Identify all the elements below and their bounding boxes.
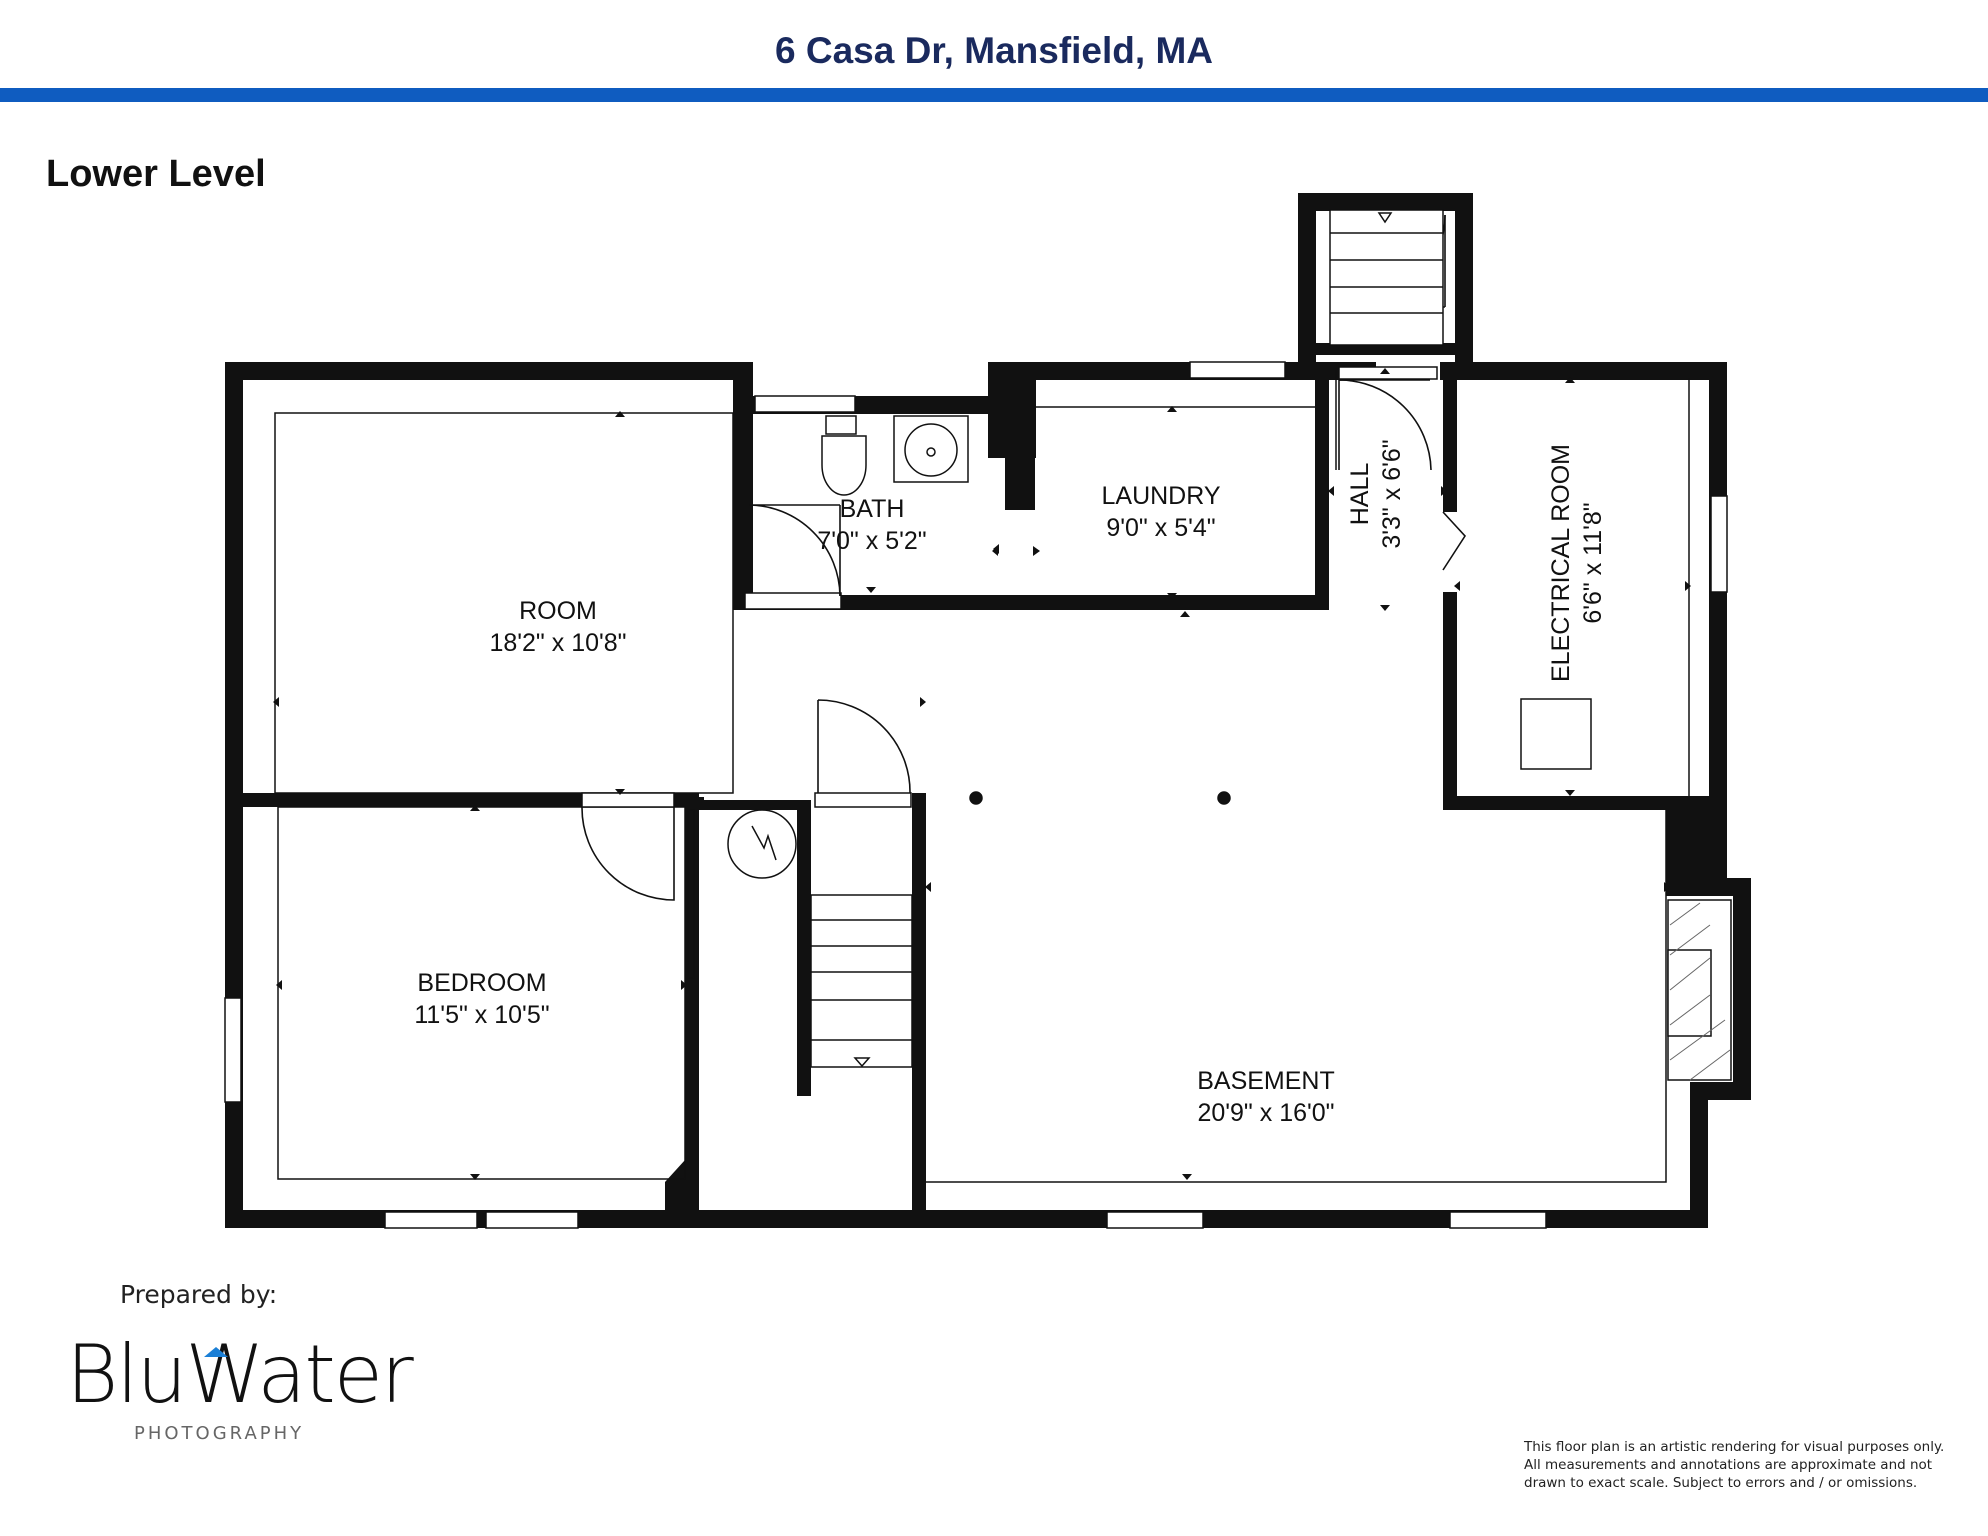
disclaimer-text: This floor plan is an artistic rendering… xyxy=(1524,1439,1945,1491)
toilet-bowl xyxy=(821,435,867,496)
page-title: 6 Casa Dr, Mansfield, MA xyxy=(775,30,1213,71)
header-accent-bar xyxy=(0,88,1988,102)
room-size-laundry: 9'0" x 5'4" xyxy=(1106,514,1215,542)
room-labels: ROOM 18'2" x 10'8" BATH 7'0" x 5'2" LAUN… xyxy=(414,439,1607,1127)
fixtures xyxy=(727,415,1732,1081)
room-size-bath: 7'0" x 5'2" xyxy=(817,527,926,555)
dimension-ticks xyxy=(273,368,1691,1180)
electric-panel xyxy=(1520,698,1592,770)
room-size-room: 18'2" x 10'8" xyxy=(489,629,626,657)
prepared-by-label: Prepared by: xyxy=(120,1280,278,1309)
room-name-bedroom: BEDROOM xyxy=(417,969,546,997)
room-name-hall: HALL xyxy=(1346,463,1374,526)
stairs xyxy=(810,209,1444,1068)
logo-subtitle: PHOTOGRAPHY xyxy=(134,1423,305,1444)
wall-top-room xyxy=(225,362,753,380)
room-size-bedroom: 11'5" x 10'5" xyxy=(414,1001,549,1029)
logo-roof-icon xyxy=(204,1347,228,1357)
bluwater-logo: BluWater PHOTOGRAPHY xyxy=(66,1335,414,1445)
wall-room-bath xyxy=(733,362,753,607)
toilet-tank xyxy=(825,415,857,435)
room-inner-outline xyxy=(274,412,734,794)
windows xyxy=(224,361,1728,1229)
level-label: Lower Level xyxy=(46,153,266,195)
logo-wordmark: BluWater xyxy=(66,1328,414,1421)
room-size-electrical: 6'6" x 11'8" xyxy=(1579,502,1607,623)
room-size-hall: 3'3" x 6'6" xyxy=(1378,439,1406,548)
room-name-basement: BASEMENT xyxy=(1197,1067,1335,1095)
room-size-basement: 20'9" x 16'0" xyxy=(1197,1099,1334,1127)
doors xyxy=(581,214,1467,979)
interior-lines xyxy=(274,370,1690,1183)
room-name-electrical: ELECTRICAL ROOM xyxy=(1547,444,1575,682)
room-name-bath: BATH xyxy=(840,495,905,523)
room-name-laundry: LAUNDRY xyxy=(1101,482,1220,510)
room-name-room: ROOM xyxy=(519,597,597,625)
